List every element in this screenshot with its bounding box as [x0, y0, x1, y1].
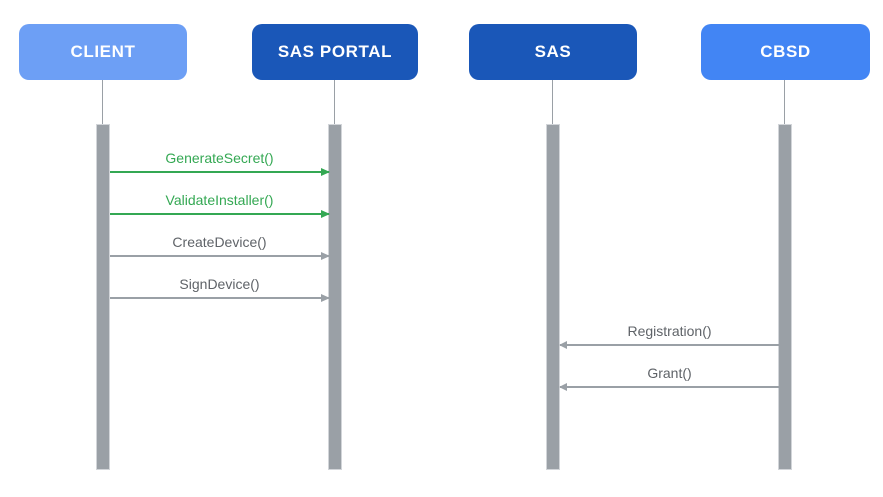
message-label: CreateDevice()	[172, 234, 267, 250]
activation-bar-cbsd	[778, 124, 792, 470]
message-registration: Registration()	[559, 321, 779, 349]
message-grant: Grant()	[559, 363, 779, 391]
actor-box-client: CLIENT	[19, 24, 187, 80]
message-label: GenerateSecret()	[165, 150, 274, 166]
actor-box-sas-portal: SAS PORTAL	[252, 24, 418, 80]
message-sign-device: SignDevice()	[110, 274, 330, 302]
message-arrow-line	[559, 340, 779, 349]
arrowhead-left-icon	[559, 382, 567, 391]
actor-box-sas: SAS	[469, 24, 637, 80]
lifeline-client	[102, 80, 103, 124]
message-arrow-line	[110, 168, 330, 176]
actor-box-cbsd: CBSD	[701, 24, 870, 80]
message-arrow-line	[110, 210, 330, 218]
message-label: Grant()	[647, 365, 692, 381]
arrowhead-right-icon	[321, 210, 330, 218]
message-validate-installer: ValidateInstaller()	[110, 190, 330, 218]
arrowhead-left-icon	[559, 340, 567, 349]
lifeline-cbsd	[784, 80, 785, 124]
message-arrow-line	[110, 251, 330, 260]
arrowhead-right-icon	[321, 251, 330, 260]
arrowhead-right-icon	[321, 293, 330, 302]
message-label: Registration()	[627, 323, 712, 339]
activation-bar-sas	[546, 124, 560, 470]
activation-bar-client	[96, 124, 110, 470]
lifeline-sas-portal	[334, 80, 335, 124]
activation-bar-sas-portal	[328, 124, 342, 470]
message-label: SignDevice()	[179, 276, 260, 292]
message-generate-secret: GenerateSecret()	[110, 148, 330, 176]
message-arrow-line	[110, 293, 330, 302]
lifeline-sas	[552, 80, 553, 124]
arrowhead-right-icon	[321, 168, 330, 176]
message-arrow-line	[559, 382, 779, 391]
message-create-device: CreateDevice()	[110, 232, 330, 260]
message-label: ValidateInstaller()	[165, 192, 274, 208]
